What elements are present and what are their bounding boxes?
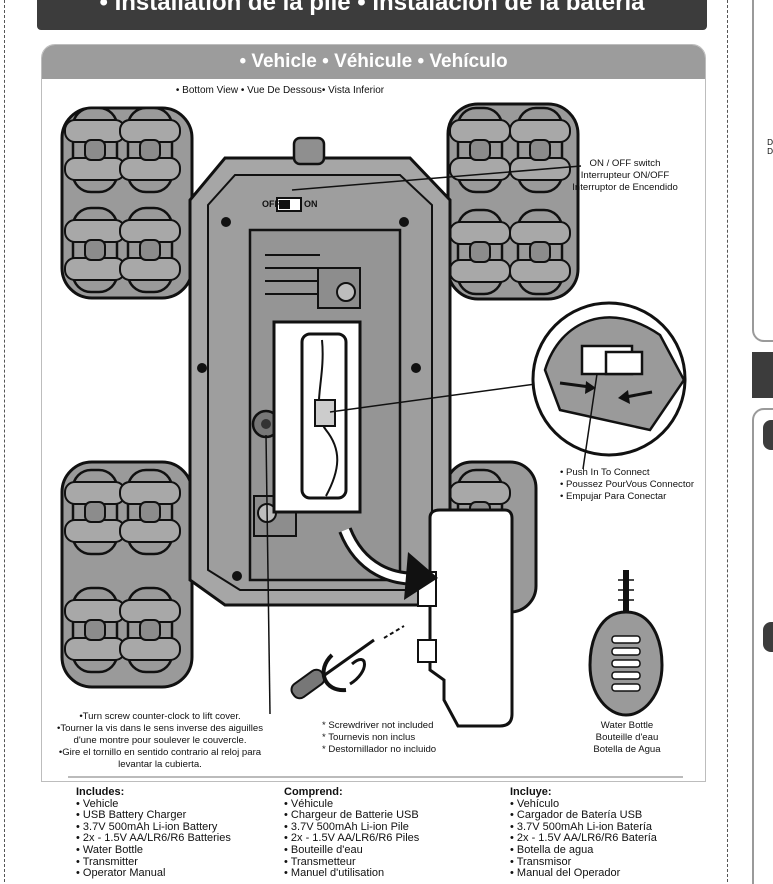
- next-page-tab-fragment: [763, 420, 773, 450]
- screwdriver-note: * Screwdriver not included * Tournevis n…: [322, 720, 462, 756]
- page-cut-line-left: [4, 0, 5, 882]
- connector-callout-line: • Empujar Para Conectar: [560, 491, 667, 502]
- connector-callout: • Push In To Connect • Poussez PourVous …: [560, 467, 730, 503]
- water-bottle-label: Water Bottle Bouteille d'eau Botella de …: [580, 720, 674, 756]
- vehicle-panel: • Vehicle • Véhicule • Vehículo: [41, 44, 706, 782]
- list-item: • Véhicule: [284, 797, 334, 810]
- battery-installation-banner: • Installation de la pile • Instalación …: [37, 0, 707, 30]
- list-item: • USB Battery Charger: [76, 809, 187, 822]
- connector-callout-line: • Poussez PourVous Connector: [560, 479, 695, 490]
- wheel-front-right: [446, 102, 580, 301]
- next-page-panel-fragment-2: [752, 408, 773, 884]
- screwdriver-note-line: * Tournevis non inclus: [322, 732, 416, 743]
- page-cut-line-right: [727, 0, 728, 882]
- screwdriver-icon: [290, 625, 405, 700]
- list-item: • 3.7V 500mAh Li-ion Batería: [510, 820, 653, 833]
- water-bottle-label-line: Bouteille d'eau: [595, 732, 659, 743]
- vehicle-chassis: [188, 136, 452, 607]
- water-bottle-icon: [588, 570, 664, 717]
- connector-zoom: [329, 301, 687, 470]
- next-page-tab-fragment-2: [763, 622, 773, 652]
- wheel-front-left: [60, 106, 194, 300]
- bottom-view-label: • Bottom View • Vue De Dessous• Vista In…: [175, 85, 385, 96]
- water-bottle-label-line: Botella de Agua: [593, 744, 661, 755]
- list-item: • Operator Manual: [76, 867, 166, 880]
- vehicle-header-title: • Vehicle • Véhicule • Vehículo: [239, 51, 508, 72]
- switch-callout-line: ON / OFF switch: [589, 158, 661, 169]
- list-item: • 3.7V 500mAh Li-ion Battery: [76, 820, 218, 833]
- screw-instruction-line: •Gire el tornillo en sentido contrario a…: [58, 747, 262, 758]
- list-item: • 2x - 1.5V AA/LR6/R6 Piles: [284, 832, 420, 845]
- banner-title: • Installation de la pile • Instalación …: [99, 0, 645, 16]
- switch-callout-line: Interruptor de Encendido: [572, 182, 678, 193]
- vehicle-bottom-view-illustration: [60, 102, 687, 778]
- includes-list-fr: Comprend: • Véhicule • Chargeur de Batte…: [284, 786, 494, 880]
- battery-cover: [338, 508, 514, 728]
- list-item: • Botella de agua: [510, 843, 594, 856]
- switch-callout: ON / OFF switch Interrupteur ON/OFF Inte…: [560, 158, 690, 194]
- list-item: • 2x - 1.5V AA/LR6/R6 Batteries: [76, 832, 231, 845]
- screwdriver-note-line: * Screwdriver not included: [322, 720, 434, 731]
- screw-instruction: •Turn screw counter-clock to lift cover.…: [55, 711, 265, 771]
- switch-off-label: OFF: [262, 199, 280, 209]
- list-item: • Manuel d'utilisation: [284, 867, 385, 880]
- screw-instruction-line: •Tourner la vis dans le sens inverse des…: [57, 723, 263, 734]
- list-item: • Manual del Operador: [510, 867, 621, 880]
- vehicle-panel-header: • Vehicle • Véhicule • Vehículo: [42, 45, 705, 79]
- list-item: • 2x - 1.5V AA/LR6/R6 Batería: [510, 832, 657, 845]
- water-bottle-label-line: Water Bottle: [600, 720, 654, 731]
- includes-heading: Includes:: [76, 786, 125, 798]
- screwdriver-note-line: * Destornillador no incluido: [322, 744, 437, 755]
- list-item: • Transmitter: [76, 855, 138, 868]
- on-off-switch: [276, 197, 302, 212]
- list-item: • Bouteille d'eau: [284, 843, 363, 856]
- screw-instruction-line: •Turn screw counter-clock to lift cover.: [79, 711, 241, 722]
- list-item: • Vehicle: [76, 797, 119, 810]
- list-item: • Chargeur de Batterie USB: [284, 809, 419, 822]
- switch-callout-line: Interrupteur ON/OFF: [580, 170, 670, 181]
- includes-list-es: Incluye: • Vehículo • Cargador de Baterí…: [510, 786, 710, 880]
- screw-instruction-line: levantar la cubierta.: [118, 759, 202, 770]
- connector-callout-line: • Push In To Connect: [560, 467, 650, 478]
- list-item: • Transmetteur: [284, 855, 356, 868]
- includes-heading: Incluye:: [510, 786, 552, 798]
- list-item: • Water Bottle: [76, 843, 144, 856]
- includes-heading: Comprend:: [284, 786, 343, 798]
- next-page-panel-fragment: [752, 0, 773, 342]
- list-item: • Transmisor: [510, 855, 572, 868]
- screw-instruction-line: d'une montre pour soulever le couvercle.: [73, 735, 247, 746]
- next-page-banner-fragment: [752, 352, 773, 398]
- list-item: • Cargador de Batería USB: [510, 809, 643, 822]
- switch-on-label: ON: [304, 199, 318, 209]
- list-item: • 3.7V 500mAh Li-ion Pile: [284, 820, 409, 833]
- includes-list-en: Includes: • Vehicle • USB Battery Charge…: [76, 786, 276, 880]
- list-item: • Vehículo: [510, 797, 560, 810]
- wheel-rear-left: [60, 460, 194, 689]
